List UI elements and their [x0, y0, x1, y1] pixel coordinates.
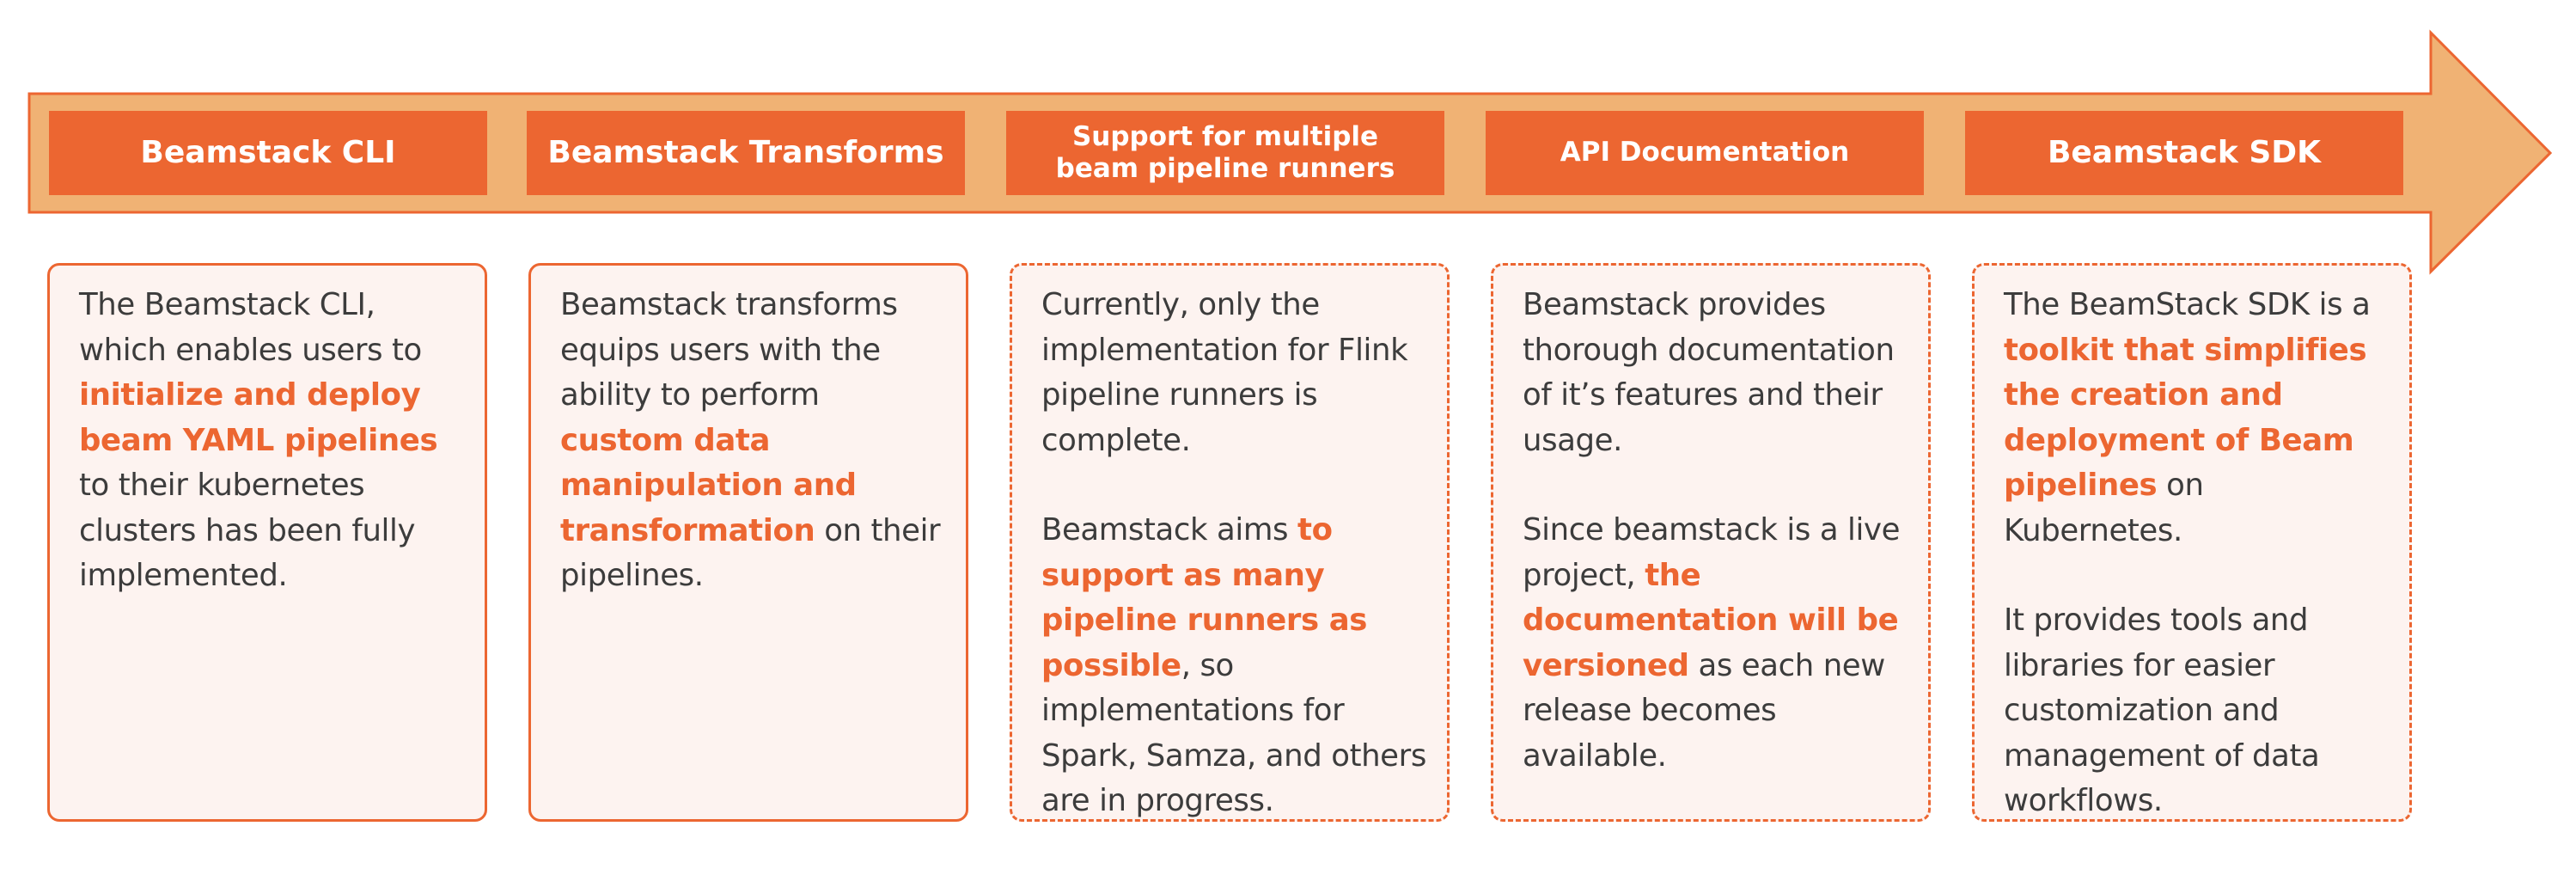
card-paragraph: Currently, only the implementation for F…: [1041, 283, 1426, 463]
card-paragraph: Beamstack provides thorough documentatio…: [1523, 283, 1908, 463]
highlighted-text: the documentation will be versioned: [1523, 557, 1899, 683]
description-card-docs: Beamstack provides thorough documentatio…: [1491, 263, 1931, 822]
highlighted-text: custom data manipulation and transformat…: [560, 422, 857, 548]
stage-header-cli: Beamstack CLI: [49, 111, 487, 195]
body-text: as each new release becomes available.: [1523, 647, 1885, 774]
stage-header-runners: Support for multiple beam pipeline runne…: [1006, 111, 1444, 195]
description-card-sdk: The BeamStack SDK is a toolkit that simp…: [1972, 263, 2412, 822]
card-paragraph: The Beamstack CLI, which enables users t…: [79, 283, 464, 599]
stage-header-transforms: Beamstack Transforms: [527, 111, 965, 195]
body-text: Beamstack aims: [1041, 512, 1298, 548]
body-text: The Beamstack CLI, which enables users t…: [79, 287, 422, 368]
description-card-transforms: Beamstack transforms equips users with t…: [528, 263, 968, 822]
body-text: to their kubernetes clusters has been fu…: [79, 468, 416, 593]
description-card-runners: Currently, only the implementation for F…: [1010, 263, 1450, 822]
stage-header-docs: API Documentation: [1486, 111, 1924, 195]
description-card-cli: The Beamstack CLI, which enables users t…: [47, 263, 487, 822]
body-text: on Kubernetes.: [2004, 468, 2204, 548]
body-text: It provides tools and libraries for easi…: [2004, 603, 2320, 818]
card-paragraph: Beamstack aims to support as many pipeli…: [1041, 508, 1426, 824]
body-text: Beamstack provides thorough documentatio…: [1523, 287, 1895, 458]
highlighted-text: to support as many pipeline runners as p…: [1041, 512, 1367, 683]
card-paragraph: Since beamstack is a live project, the d…: [1523, 508, 1908, 779]
body-text: , so implementations for Spark, Samza, a…: [1041, 647, 1426, 819]
body-text: Beamstack transforms equips users with t…: [560, 287, 898, 413]
highlighted-text: toolkit that simplifies the creation and…: [2004, 332, 2367, 504]
card-paragraph: The BeamStack SDK is a toolkit that simp…: [2004, 283, 2389, 554]
stage-header-sdk: Beamstack SDK: [1965, 111, 2403, 195]
body-text: Since beamstack is a live project,: [1523, 512, 1901, 593]
body-text: Currently, only the implementation for F…: [1041, 287, 1408, 458]
highlighted-text: initialize and deploy beam YAML pipeline…: [79, 377, 438, 458]
card-paragraph: Beamstack transforms equips users with t…: [560, 283, 945, 599]
body-text: on their pipelines.: [560, 512, 941, 594]
body-text: The BeamStack SDK is a: [2004, 287, 2371, 322]
card-paragraph: It provides tools and libraries for easi…: [2004, 598, 2389, 824]
